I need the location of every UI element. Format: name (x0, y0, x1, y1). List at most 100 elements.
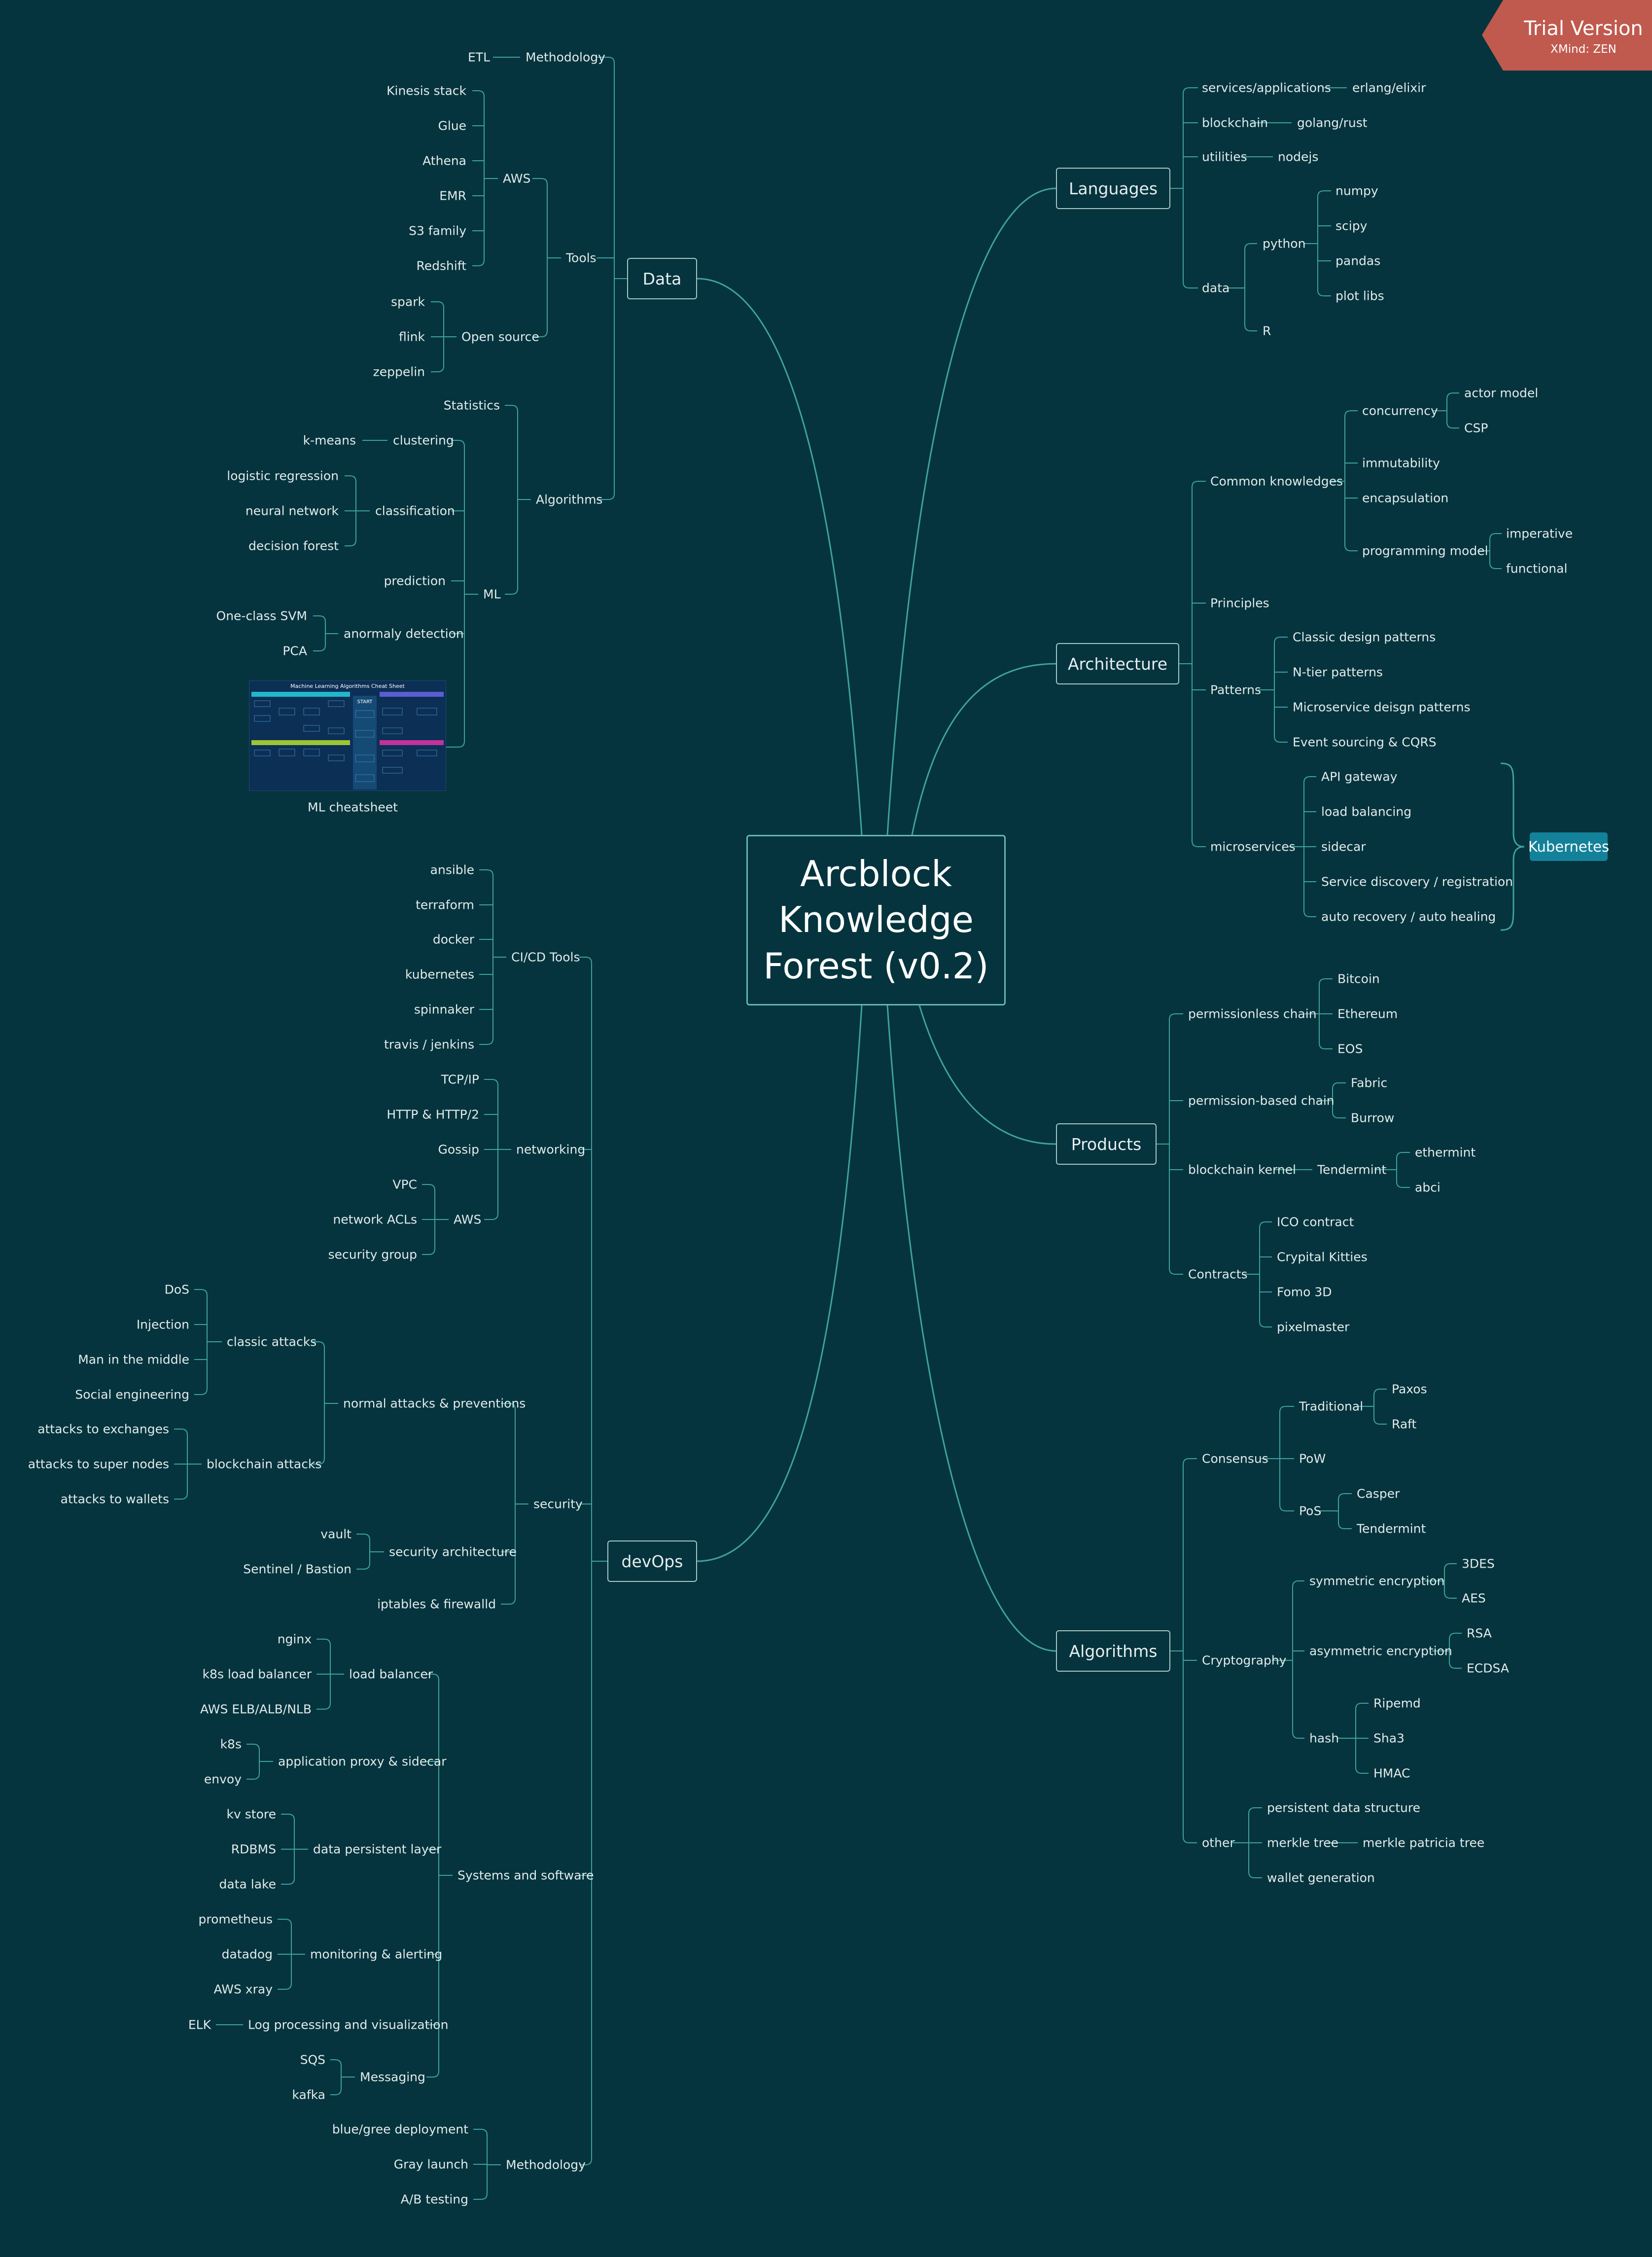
algo-merkle[interactable]: merkle tree (1267, 1835, 1339, 1850)
devops-proxy-item[interactable]: k8s (220, 1737, 242, 1752)
devops-lb-item[interactable]: k8s load balancer (202, 1667, 312, 1682)
devops-cicd[interactable]: CI/CD Tools (511, 950, 580, 965)
branch-products[interactable]: Products (1056, 1123, 1157, 1165)
devops-net-item[interactable]: Gossip (438, 1142, 479, 1157)
prod-permissionless-item[interactable]: EOS (1337, 1041, 1363, 1056)
branch-data[interactable]: Data (627, 258, 697, 299)
algo-asymmetric-item[interactable]: RSA (1467, 1626, 1492, 1641)
devops-blockchain-item[interactable]: attacks to exchanges (37, 1422, 169, 1436)
algo-hash[interactable]: hash (1309, 1731, 1339, 1746)
devops-cicd-item[interactable]: docker (432, 932, 474, 947)
devops-messaging-item[interactable]: SQS (300, 2052, 325, 2067)
algo-traditional-item[interactable]: Paxos (1392, 1382, 1427, 1397)
arch-concurrency-item[interactable]: CSP (1464, 421, 1488, 435)
algo-symmetric[interactable]: symmetric encryption (1309, 1574, 1445, 1588)
devops-blockchain-attacks[interactable]: blockchain attacks (207, 1457, 322, 1471)
devops-blockchain-item[interactable]: attacks to super nodes (28, 1457, 169, 1471)
prod-permissionless-item[interactable]: Bitcoin (1337, 971, 1380, 986)
devops-messaging-item[interactable]: kafka (292, 2087, 325, 2102)
arch-micro-item[interactable]: sidecar (1321, 839, 1366, 854)
algo-cryptography[interactable]: Cryptography (1202, 1653, 1287, 1668)
data-aws-item[interactable]: EMR (439, 188, 466, 203)
prod-tendermint-item[interactable]: abci (1415, 1180, 1441, 1195)
devops-systems[interactable]: Systems and software (457, 1868, 594, 1883)
prod-permissionless[interactable]: permissionless chain (1188, 1006, 1317, 1021)
data-statistics[interactable]: Statistics (443, 398, 500, 413)
prod-permissioned[interactable]: permission-based chain (1188, 1093, 1335, 1108)
ml-cheatsheet-image[interactable]: Machine Learning Algorithms Cheat Sheet … (249, 681, 446, 791)
arch-pattern-item[interactable]: N-tier patterns (1293, 665, 1383, 680)
devops-persist[interactable]: data persistent layer (313, 1842, 442, 1857)
lang-utilities[interactable]: utilities (1202, 149, 1247, 164)
prod-tendermint[interactable]: Tendermint (1317, 1162, 1387, 1177)
data-aws[interactable]: AWS (503, 171, 531, 186)
devops-cicd-item[interactable]: ansible (430, 862, 474, 877)
prod-contract-item[interactable]: Crypital Kitties (1277, 1250, 1368, 1264)
data-aws-item[interactable]: Kinesis stack (387, 83, 466, 98)
devops-normal-attacks[interactable]: normal attacks & preventions (343, 1396, 526, 1411)
branch-languages[interactable]: Languages (1056, 168, 1170, 209)
arch-programming-item[interactable]: functional (1506, 561, 1568, 576)
data-open-source-item[interactable]: zeppelin (373, 364, 425, 379)
arch-principles[interactable]: Principles (1210, 596, 1269, 610)
arch-concurrency-item[interactable]: actor model (1464, 386, 1539, 400)
data-classification-item[interactable]: decision forest (248, 538, 339, 553)
algo-traditional-item[interactable]: Raft (1392, 1417, 1417, 1432)
algo-hash-item[interactable]: HMAC (1373, 1766, 1410, 1781)
data-aws-item[interactable]: S3 family (409, 223, 466, 238)
arch-programming-model[interactable]: programming model (1362, 543, 1488, 558)
algo-pos-item[interactable]: Casper (1357, 1486, 1400, 1501)
lang-golang[interactable]: golang/rust (1297, 115, 1368, 130)
devops-lb[interactable]: load balancer (349, 1667, 433, 1682)
arch-micro-item[interactable]: Service discovery / registration (1321, 874, 1513, 889)
devops-net-item[interactable]: TCP/IP (441, 1072, 479, 1087)
arch-micro-item[interactable]: load balancing (1321, 804, 1412, 819)
prod-permissioned-item[interactable]: Fabric (1351, 1075, 1388, 1090)
devops-monitor-item[interactable]: AWS xray (213, 1982, 273, 1997)
lang-erlang[interactable]: erlang/elixir (1352, 80, 1426, 95)
data-classification-item[interactable]: logistic regression (227, 468, 339, 483)
data-open-source[interactable]: Open source (461, 329, 539, 344)
algo-traditional[interactable]: Traditional (1299, 1399, 1364, 1414)
devops-persist-item[interactable]: kv store (226, 1807, 276, 1822)
devops-methodology[interactable]: Methodology (506, 2157, 586, 2172)
devops-persist-item[interactable]: data lake (219, 1877, 277, 1892)
lang-python-item[interactable]: numpy (1336, 183, 1378, 198)
lang-python-item[interactable]: plot libs (1336, 288, 1384, 303)
data-clustering[interactable]: clustering (393, 433, 454, 448)
devops-monitor-item[interactable]: prometheus (198, 1912, 273, 1927)
prod-permissioned-item[interactable]: Burrow (1351, 1111, 1395, 1125)
devops-cicd-item[interactable]: travis / jenkins (384, 1037, 474, 1052)
devops-net-item[interactable]: HTTP & HTTP/2 (387, 1107, 479, 1122)
prod-contracts[interactable]: Contracts (1188, 1267, 1248, 1282)
algo-other[interactable]: other (1202, 1835, 1235, 1850)
arch-concurrency[interactable]: concurrency (1362, 403, 1438, 418)
algo-pos-item[interactable]: Tendermint (1357, 1521, 1426, 1536)
data-aws-item[interactable]: Glue (438, 118, 466, 133)
central-topic[interactable]: Arcblock Knowledge Forest (v0.2) (746, 835, 1006, 1005)
devops-monitor-item[interactable]: datadog (221, 1947, 273, 1962)
lang-python[interactable]: python (1263, 236, 1306, 251)
devops-log[interactable]: Log processing and visualization (248, 2017, 449, 2032)
arch-encapsulation[interactable]: encapsulation (1362, 491, 1449, 505)
prod-contract-item[interactable]: pixelmaster (1277, 1320, 1350, 1334)
devops-method-item[interactable]: A/B testing (400, 2192, 468, 2207)
algo-asymmetric[interactable]: asymmetric encryption (1309, 1644, 1452, 1658)
prod-contract-item[interactable]: Fomo 3D (1277, 1285, 1332, 1299)
lang-services[interactable]: services/applications (1202, 80, 1331, 95)
devops-security[interactable]: security (533, 1497, 583, 1511)
devops-persist-item[interactable]: RDBMS (231, 1842, 276, 1857)
devops-sec-arch-item[interactable]: vault (320, 1527, 351, 1541)
devops-proxy-item[interactable]: envoy (204, 1772, 242, 1787)
devops-networking[interactable]: networking (516, 1142, 586, 1157)
devops-blockchain-item[interactable]: attacks to wallets (60, 1492, 169, 1506)
devops-cicd-item[interactable]: terraform (416, 897, 474, 912)
data-aws-item[interactable]: Athena (422, 153, 466, 168)
arch-micro-item[interactable]: auto recovery / auto healing (1321, 909, 1496, 924)
data-anomaly-item[interactable]: One-class SVM (216, 609, 307, 623)
data-anomaly[interactable]: anormaly detection (344, 626, 464, 641)
algo-merkle-patricia[interactable]: merkle patricia tree (1363, 1835, 1485, 1850)
prod-tendermint-item[interactable]: ethermint (1415, 1145, 1476, 1160)
devops-cicd-item[interactable]: spinnaker (414, 1002, 474, 1017)
lang-blockchain[interactable]: blockchain (1202, 115, 1268, 130)
